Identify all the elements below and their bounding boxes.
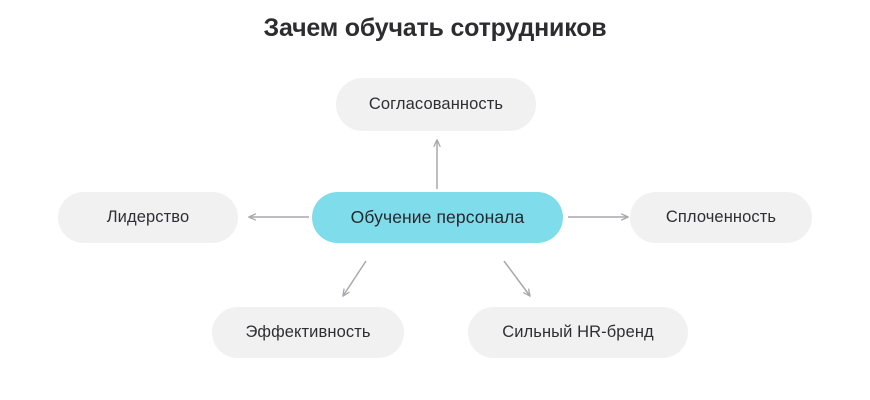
node-effektivnost[interactable]: Эффективность xyxy=(212,307,404,358)
node-splochennost[interactable]: Сплоченность xyxy=(630,192,812,243)
node-liderstvo[interactable]: Лидерство xyxy=(58,192,238,243)
arrow-to-effektivnost xyxy=(343,260,367,296)
node-soglasovannost[interactable]: Согласованность xyxy=(336,78,536,131)
arrow-to-hr-brend xyxy=(503,260,530,296)
node-silnyy-hr-brend[interactable]: Сильный HR-бренд xyxy=(468,307,688,358)
page-title: Зачем обучать сотрудников xyxy=(263,14,607,42)
node-central-obuchenie-personala[interactable]: Обучение персонала xyxy=(312,192,563,243)
